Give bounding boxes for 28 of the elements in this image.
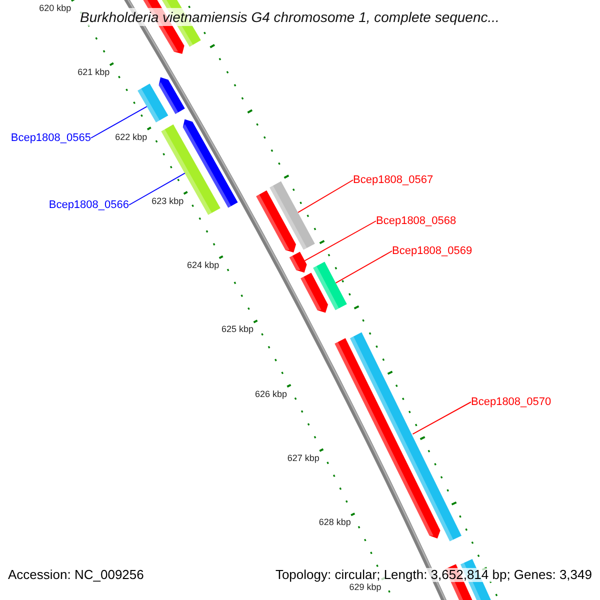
leader-line — [128, 172, 186, 206]
gene-bar — [138, 84, 168, 122]
leader-line — [90, 106, 148, 138]
scale-label: 622 kbp — [115, 132, 148, 143]
gene-label: Bcep1808_0566 — [48, 198, 129, 212]
gene-bar — [350, 332, 462, 542]
gene-label: Bcep1808_0569 — [392, 244, 472, 258]
leader-line — [304, 220, 376, 262]
scale-label: 626 kbp — [254, 388, 287, 400]
scale-label: 629 kbp — [349, 582, 382, 593]
leader-line — [335, 250, 392, 284]
gene-label: Bcep1808_0570 — [471, 396, 552, 408]
gene-label: Bcep1808_0565 — [10, 132, 91, 144]
scale-label: 625 kbp — [222, 324, 254, 336]
leader-line — [412, 402, 472, 435]
scale-label: 623 kbp — [152, 196, 184, 207]
gene-label: Bcep1808_0567 — [353, 174, 434, 186]
scale-label: 627 kbp — [287, 453, 320, 464]
scale-label: 628 kbp — [318, 517, 351, 528]
gene-bar — [289, 252, 307, 273]
scale-label: 620 kbp — [39, 2, 72, 14]
accession-text: Accession: NC_009256 — [8, 568, 144, 582]
scale-label: 621 kbp — [78, 67, 110, 78]
scale-label: 624 kbp — [187, 260, 220, 272]
gene-bar — [313, 262, 347, 310]
gene-label: Bcep1808_0568 — [376, 214, 456, 228]
gene-bar — [270, 181, 315, 250]
leader-line — [298, 180, 354, 213]
